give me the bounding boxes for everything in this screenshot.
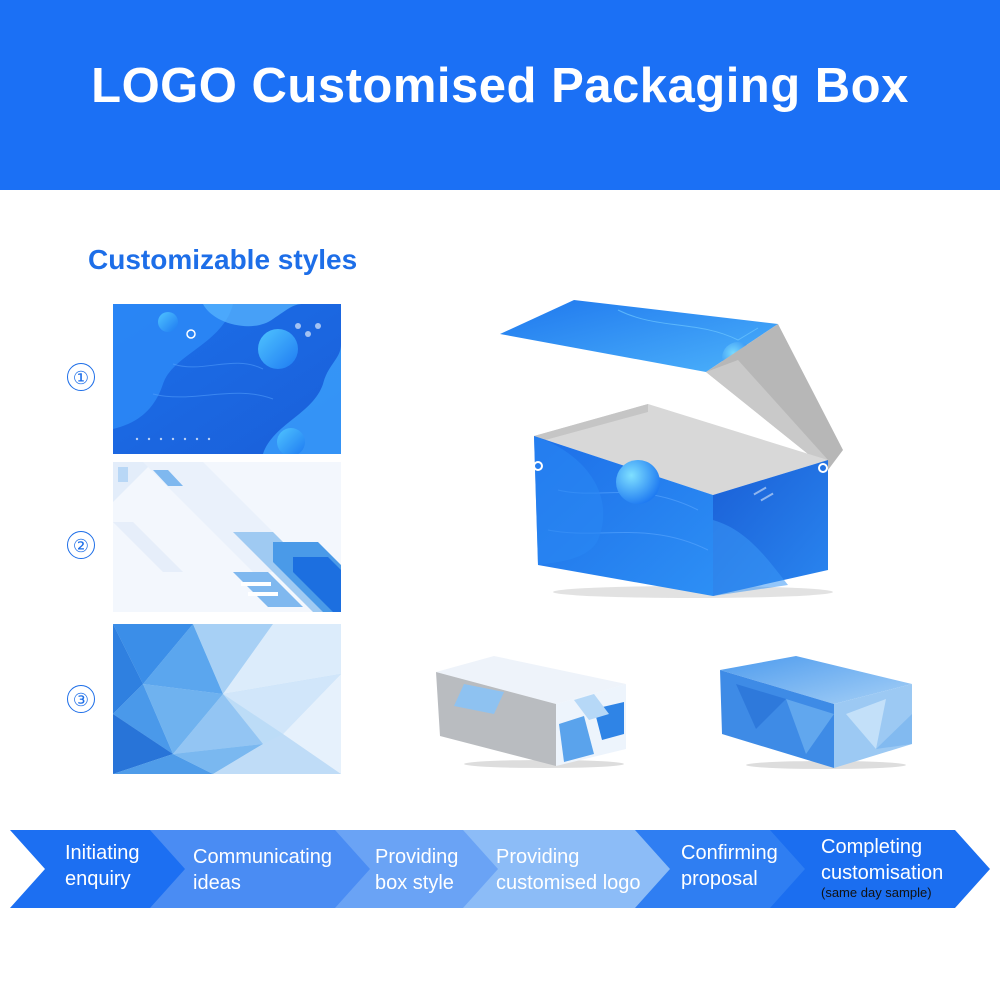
process-step-5-arrow bbox=[635, 830, 810, 908]
process-step-6-line1: Completing bbox=[821, 836, 923, 858]
process-step-2-arrow bbox=[150, 830, 375, 908]
process-step-3-arrow bbox=[335, 830, 503, 908]
style-swatch-1[interactable] bbox=[113, 304, 341, 454]
section-subtitle: Customizable styles bbox=[88, 244, 358, 275]
process-step-5-line2: proposal bbox=[681, 868, 758, 890]
process-step-4-line2: customised logo bbox=[496, 872, 641, 894]
process-step-1-line2: enquiry bbox=[65, 868, 131, 890]
open-box-illustration bbox=[498, 300, 848, 600]
option-number-3: ③ bbox=[67, 685, 95, 713]
closed-box-style-3 bbox=[716, 654, 916, 770]
process-step-1: Initiating enquiry bbox=[65, 840, 140, 892]
process-step-6-arrow bbox=[770, 830, 990, 908]
process-step-1-arrow bbox=[10, 830, 190, 908]
process-step-4-line1: Providing bbox=[496, 846, 580, 868]
process-step-2: Communicating ideas bbox=[193, 844, 332, 896]
option-number-2: ② bbox=[67, 531, 95, 559]
process-step-3-line2: box style bbox=[375, 872, 454, 894]
process-step-3-line1: Providing bbox=[375, 846, 459, 868]
option-number-1: ① bbox=[67, 363, 95, 391]
process-step-5-line1: Confirming bbox=[681, 842, 778, 864]
process-step-1-line1: Initiating bbox=[65, 842, 140, 864]
header-banner: LOGO Customised Packaging Box bbox=[0, 0, 1000, 190]
style-swatch-3[interactable] bbox=[113, 624, 341, 774]
process-step-5: Confirming proposal bbox=[681, 840, 778, 892]
style-swatch-2[interactable] bbox=[113, 462, 341, 612]
process-step-6: Completing customisation (same day sampl… bbox=[821, 834, 943, 900]
process-step-2-line2: ideas bbox=[193, 872, 241, 894]
closed-box-style-2 bbox=[434, 654, 630, 769]
process-step-3: Providing box style bbox=[375, 844, 458, 896]
process-step-4-arrow bbox=[463, 830, 675, 908]
process-flow: Initiating enquiry Communicating ideas P… bbox=[0, 826, 1000, 912]
page-title: LOGO Customised Packaging Box bbox=[91, 59, 909, 113]
process-step-2-line1: Communicating bbox=[193, 846, 332, 868]
process-step-6-line2: customisation bbox=[821, 862, 944, 884]
process-step-6-note: (same day sample) bbox=[821, 885, 932, 900]
process-step-4: Providing customised logo bbox=[496, 844, 641, 896]
